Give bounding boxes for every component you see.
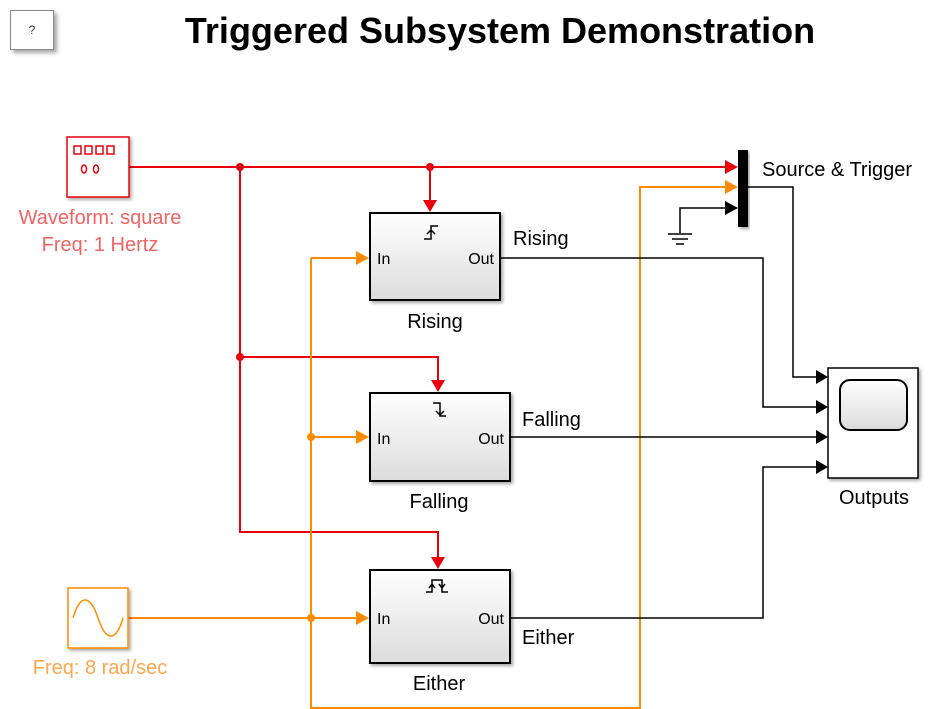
subsystem-either-out-port: Out: [478, 611, 504, 628]
subsystem-either[interactable]: In Out: [369, 569, 511, 664]
scope-label: Outputs: [839, 487, 909, 509]
subsystem-rising-label: Rising: [407, 311, 463, 333]
sine-arrowheads: [356, 180, 738, 625]
signal-either-label: Either: [522, 627, 575, 649]
sine-wave-icon: [72, 599, 124, 637]
subsystem-either-in-port: In: [377, 611, 390, 628]
subsystem-rising[interactable]: In Out: [369, 212, 501, 301]
subsystem-rising-in-port: In: [377, 251, 390, 268]
signal-falling-label: Falling: [522, 409, 581, 431]
subsystem-falling-label: Falling: [410, 491, 469, 513]
sine-signal-lines: [128, 186, 725, 709]
page-title: Triggered Subsystem Demonstration: [184, 10, 816, 51]
trigger-branch-dots: [236, 163, 434, 361]
scope-screen-icon: [839, 379, 908, 431]
rising-edge-icon: [424, 225, 438, 240]
sine-wave-label: Freq: 8 rad/sec: [33, 657, 168, 679]
signal-rising-label: Rising: [513, 228, 569, 250]
output-signal-lines: [500, 186, 816, 619]
mux-block[interactable]: [738, 150, 748, 227]
sine-wave-block[interactable]: [67, 587, 129, 649]
subsystem-falling-out-port: Out: [478, 431, 504, 448]
pulse-generator-label-waveform: Waveform: square: [19, 207, 182, 229]
pulse-generator-icon: [73, 145, 115, 174]
subsystem-rising-out-port: Out: [468, 251, 494, 268]
subsystem-falling-in-port: In: [377, 431, 390, 448]
help-button[interactable]: ?: [10, 10, 54, 50]
sine-branch-dots: [307, 433, 315, 622]
output-arrowheads: [725, 201, 828, 474]
subsystem-either-label: Either: [413, 673, 466, 695]
either-edge-icon: [426, 579, 448, 593]
pulse-generator-block[interactable]: [66, 136, 130, 198]
mux-signal-label: Source & Trigger: [762, 159, 912, 181]
pulse-generator-label-freq: Freq: 1 Hertz: [42, 234, 159, 256]
trigger-arrowheads: [423, 160, 738, 569]
subsystem-falling[interactable]: In Out: [369, 392, 511, 482]
scope-block[interactable]: [827, 367, 919, 479]
falling-edge-icon: [433, 402, 446, 417]
ground-icon: [668, 233, 692, 245]
